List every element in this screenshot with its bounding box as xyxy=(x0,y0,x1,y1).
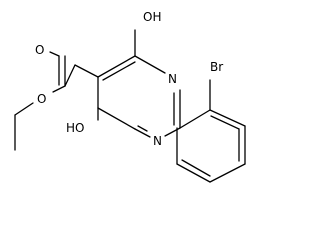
bond-o-ester-c xyxy=(52,85,66,93)
bond-phenyl-4-inner xyxy=(181,159,211,177)
bond-c2-phenyl xyxy=(179,109,211,129)
hydroxyl-bottom-label: HO xyxy=(66,121,84,135)
bond-c6-n1 xyxy=(134,55,166,74)
bond-c-o-carbonyl-to-label xyxy=(49,51,60,57)
bond-c5-c6 xyxy=(97,55,136,78)
nitrogen-upper-label: N xyxy=(168,72,177,86)
bond-phenyl-6-inner xyxy=(210,115,240,130)
bromine-label: Br xyxy=(210,60,223,74)
bond-n3-c4-inner xyxy=(137,125,148,132)
bond-c2-n3 xyxy=(164,127,181,137)
bond-c5-c6-inner xyxy=(102,61,136,81)
bond-c-ch2 xyxy=(64,64,76,87)
bond-n3-c4 xyxy=(134,128,151,138)
bond-phenyl-1 xyxy=(209,109,246,127)
hydroxyl-top-label: OH xyxy=(143,10,161,24)
carbonyl-oxygen-label: O xyxy=(35,43,44,57)
nitrogen-lower-label: N xyxy=(153,134,162,148)
ester-oxygen-label: O xyxy=(37,92,46,106)
bond-phenyl-4 xyxy=(176,163,211,183)
bond-c4-c5 xyxy=(97,107,136,130)
bond-ch2-ring xyxy=(74,64,99,78)
bond-phenyl-3 xyxy=(209,163,246,183)
chemical-structure: OH HO N N Br O O xyxy=(14,10,246,183)
bond-ch2-o-ester xyxy=(14,102,34,116)
